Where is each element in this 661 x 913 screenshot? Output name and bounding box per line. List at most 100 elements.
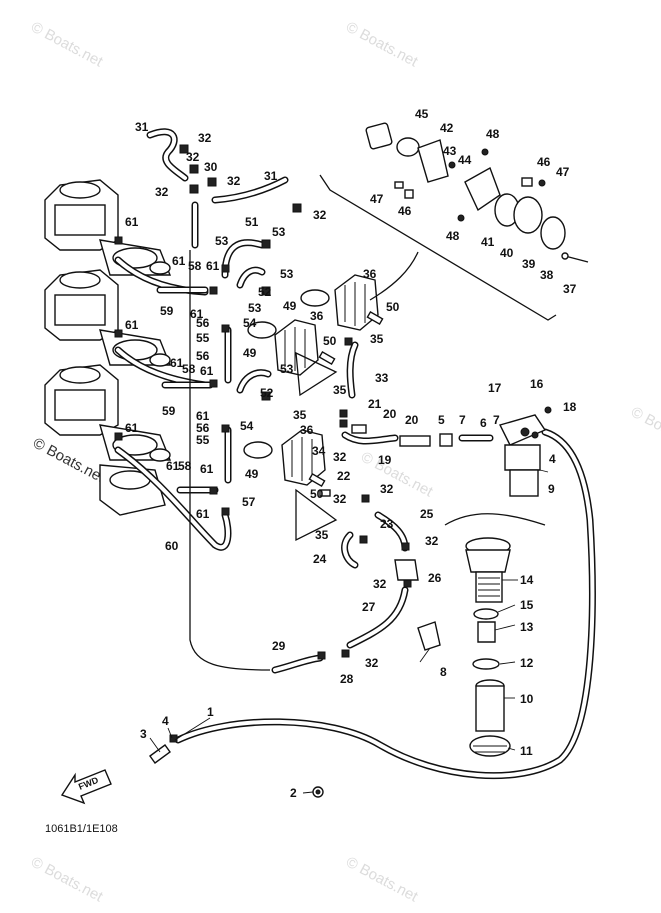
callout-11: 11 <box>520 744 533 758</box>
callout-24: 24 <box>313 552 327 566</box>
callout-61-j: 61 <box>166 459 180 473</box>
watermark-mid-right: © Boats.net <box>628 404 661 456</box>
callout-61-i: 61 <box>125 421 139 435</box>
callout-7-left: 7 <box>459 413 466 427</box>
callout-48-top: 48 <box>486 127 500 141</box>
callout-numbers: 1 2 3 4 4 5 6 7 7 8 9 10 11 12 13 14 15 … <box>125 107 577 800</box>
callout-48-low: 48 <box>446 229 460 243</box>
callout-50-c: 50 <box>310 487 324 501</box>
fuel-pump-lower <box>243 429 326 486</box>
callout-61-f: 61 <box>170 356 184 370</box>
callout-53-c: 53 <box>280 267 294 281</box>
callout-19: 19 <box>378 453 392 467</box>
callout-61-b: 61 <box>206 259 220 273</box>
callout-36-low: 36 <box>300 423 314 437</box>
watermark-left-dark: © Boats.net <box>30 435 108 487</box>
intake-lower <box>99 464 166 516</box>
callout-21: 21 <box>368 397 382 411</box>
callout-55-a: 55 <box>196 331 210 345</box>
callout-1: 1 <box>207 705 214 719</box>
callout-32-b: 32 <box>186 150 200 164</box>
callout-29: 29 <box>272 639 286 653</box>
callout-61-d: 61 <box>190 307 204 321</box>
callout-61-h: 61 <box>196 409 210 423</box>
callout-53-e: 53 <box>280 362 294 376</box>
callout-20-left: 20 <box>383 407 397 421</box>
callout-35-a: 35 <box>370 332 384 346</box>
callout-58-c: 58 <box>178 459 192 473</box>
filter-bracket <box>444 513 546 526</box>
callout-50-a: 50 <box>386 300 400 314</box>
callout-18: 18 <box>563 400 577 414</box>
callout-28: 28 <box>340 672 354 686</box>
callout-51: 51 <box>245 215 259 229</box>
callout-13: 13 <box>520 620 534 634</box>
callout-61-l: 61 <box>196 507 210 521</box>
callout-36-upper: 36 <box>363 267 377 281</box>
callout-43: 43 <box>443 144 457 158</box>
callout-49-c: 49 <box>245 467 259 481</box>
callout-33: 33 <box>375 371 389 385</box>
callout-23: 23 <box>380 517 394 531</box>
callout-35-d: 35 <box>315 528 329 542</box>
callout-61-c: 61 <box>172 254 186 268</box>
callout-27: 27 <box>362 600 376 614</box>
callout-5: 5 <box>438 413 445 427</box>
fuel-hoses <box>114 128 596 780</box>
callout-37: 37 <box>563 282 577 296</box>
callout-61-a: 61 <box>125 215 139 229</box>
callout-17: 17 <box>488 381 502 395</box>
callout-32-c: 32 <box>227 174 241 188</box>
carburetor-bank <box>44 179 172 516</box>
callout-58-b: 58 <box>182 362 196 376</box>
callout-61-e: 61 <box>125 318 139 332</box>
diagram-code: 1061B1/1E108 <box>45 823 118 835</box>
callout-36-mid: 36 <box>310 309 324 323</box>
callout-14: 14 <box>520 573 534 587</box>
callout-50-b: 50 <box>323 334 337 348</box>
callout-44: 44 <box>458 153 472 167</box>
callout-39: 39 <box>522 257 536 271</box>
callout-31-top: 31 <box>135 120 149 134</box>
callout-10: 10 <box>520 692 534 706</box>
carburetor-1 <box>44 179 172 276</box>
callout-35-b: 35 <box>333 383 347 397</box>
watermark-top-right: © Boats.net <box>343 19 421 71</box>
fuel-filter-lower <box>465 537 511 757</box>
carburetor-3 <box>44 364 172 462</box>
callout-4-upper: 4 <box>549 452 556 466</box>
callout-42: 42 <box>440 121 454 135</box>
callout-20-right: 20 <box>405 413 419 427</box>
pump-kit-leader <box>369 251 419 301</box>
pump-kit-bracket <box>319 174 557 321</box>
pump-bracket-low <box>295 488 338 542</box>
callout-53-b: 53 <box>215 234 229 248</box>
callout-3: 3 <box>140 727 147 741</box>
callout-25: 25 <box>420 507 434 521</box>
callout-32-a: 32 <box>198 131 212 145</box>
callout-31-right: 31 <box>264 169 278 183</box>
callout-57: 57 <box>242 495 256 509</box>
callout-46-left: 46 <box>398 204 412 218</box>
fuel-line-return <box>189 250 271 671</box>
callout-59-a: 59 <box>160 304 174 318</box>
callout-16: 16 <box>530 377 544 391</box>
callout-26: 26 <box>428 571 442 585</box>
callout-32-i: 32 <box>425 534 439 548</box>
callout-56-b: 56 <box>196 349 210 363</box>
callout-34: 34 <box>312 444 326 458</box>
callout-53-a: 53 <box>272 225 286 239</box>
callout-32-j: 32 <box>373 577 387 591</box>
callout-49-b: 49 <box>243 346 257 360</box>
callout-47-left: 47 <box>370 192 384 206</box>
callout-61-k: 61 <box>200 462 214 476</box>
fuel-filter-upper <box>498 414 547 497</box>
callout-45: 45 <box>415 107 429 121</box>
callout-7-right: 7 <box>493 413 500 427</box>
callout-32-f: 32 <box>333 450 347 464</box>
callout-12: 12 <box>520 656 534 670</box>
callout-32-g: 32 <box>333 492 347 506</box>
fuel-pump-middle <box>247 319 319 376</box>
watermark-bottom-left: © Boats.net <box>28 854 106 906</box>
